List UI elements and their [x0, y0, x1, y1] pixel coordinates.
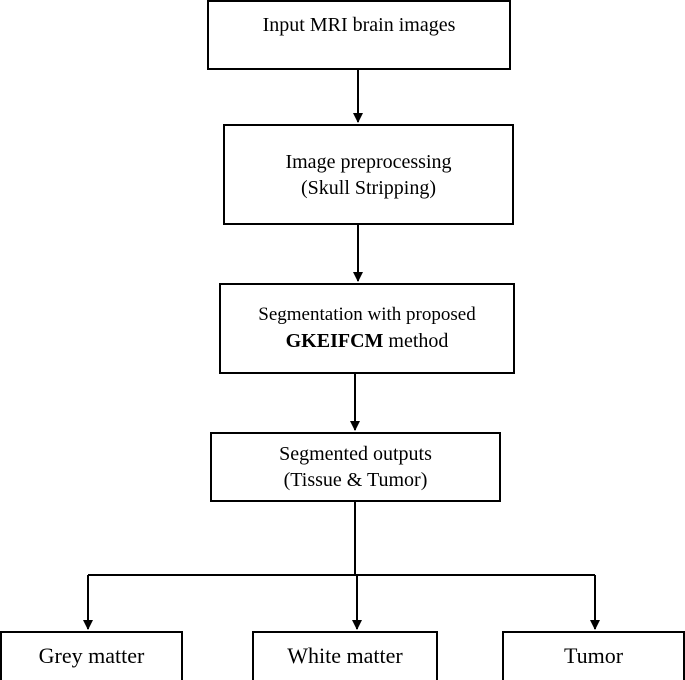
grey-matter-node: Grey matter: [0, 631, 183, 680]
method-suffix: method: [383, 329, 449, 352]
white-matter-label: White matter: [287, 643, 403, 669]
method-name: GKEIFCM: [285, 329, 384, 352]
preprocessing-sublabel: (Skull Stripping): [300, 176, 436, 199]
outputs-sublabel: (Tissue & Tumor): [283, 469, 428, 491]
input-mri-node: Input MRI brain images: [207, 0, 511, 70]
segmentation-method-line: GKEIFCM method: [286, 328, 449, 354]
segmented-outputs-node: Segmented outputs (Tissue & Tumor): [210, 432, 501, 502]
preprocessing-label: Image preprocessing: [285, 150, 452, 173]
preprocessing-node: Image preprocessing (Skull Stripping): [223, 124, 514, 225]
segmentation-node: Segmentation with proposed GKEIFCM metho…: [219, 283, 515, 374]
white-matter-node: White matter: [252, 631, 438, 680]
tumor-label: Tumor: [563, 643, 624, 669]
outputs-label: Segmented outputs: [279, 443, 432, 465]
input-mri-label: Input MRI brain images: [262, 14, 456, 36]
segmentation-label: Segmentation with proposed: [258, 304, 476, 326]
tumor-node: Tumor: [502, 631, 685, 680]
grey-matter-label: Grey matter: [38, 643, 145, 669]
